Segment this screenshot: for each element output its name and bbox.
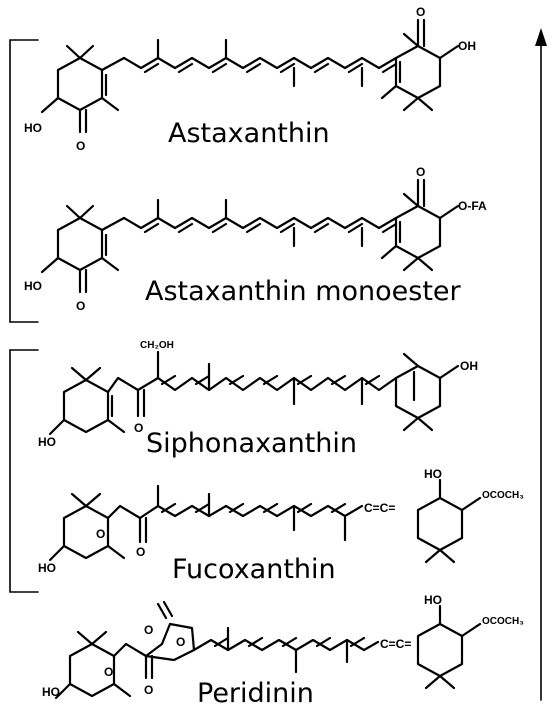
structure-astaxanthin: HO O O OH	[24, 5, 476, 153]
label-allene: C=C=	[380, 637, 411, 651]
trend-arrow-head	[535, 28, 547, 46]
label-ho: HO	[38, 435, 56, 449]
label-allene: C=C=	[364, 501, 395, 515]
label-o: O	[96, 527, 105, 541]
compound-name-peridinin: Peridinin	[197, 678, 314, 709]
structure-astaxanthin-monoester: HO O O O-FA	[24, 165, 487, 313]
label-ococh3: OCOCH₃	[482, 490, 524, 501]
label-o: O	[144, 683, 153, 697]
label-o: O	[76, 299, 85, 313]
label-o: O	[104, 665, 113, 679]
label-o: O	[134, 421, 143, 435]
compound-name-astaxanthin-monoester: Astaxanthin monoester	[145, 276, 461, 307]
compound-name-fucoxanthin: Fucoxanthin	[172, 554, 336, 585]
group-bracket-top	[9, 39, 39, 323]
structure-fucoxanthin: O HO O C=C= HO OCOCH₃	[38, 467, 524, 575]
label-o: O	[144, 623, 153, 637]
label-o: O	[416, 5, 425, 19]
label-ho: HO	[424, 467, 442, 481]
compound-name-astaxanthin: Astaxanthin	[168, 118, 330, 149]
label-ho: HO	[38, 561, 56, 575]
label-ho: HO	[42, 685, 60, 699]
label-o-fa: O-FA	[458, 199, 487, 213]
label-ho: HO	[24, 121, 42, 135]
structure-siphonaxanthin: CH₂OH HO O OH	[38, 340, 478, 449]
label-o: O	[136, 545, 145, 559]
label-o: O	[416, 165, 425, 179]
label-o: O	[176, 635, 185, 649]
label-o: O	[76, 139, 85, 153]
group-bracket-bottom	[9, 349, 39, 593]
label-oh: OH	[460, 359, 478, 373]
label-oh: OH	[458, 39, 476, 53]
label-ch2oh: CH₂OH	[140, 340, 174, 351]
structure-peridinin: O O O O HO C=C= HO OCOCH₃	[42, 593, 524, 700]
label-ho: HO	[424, 593, 442, 607]
label-ococh3: OCOCH₃	[482, 616, 524, 627]
compound-name-siphonaxanthin: Siphonaxanthin	[146, 428, 358, 459]
label-ho: HO	[24, 279, 42, 293]
